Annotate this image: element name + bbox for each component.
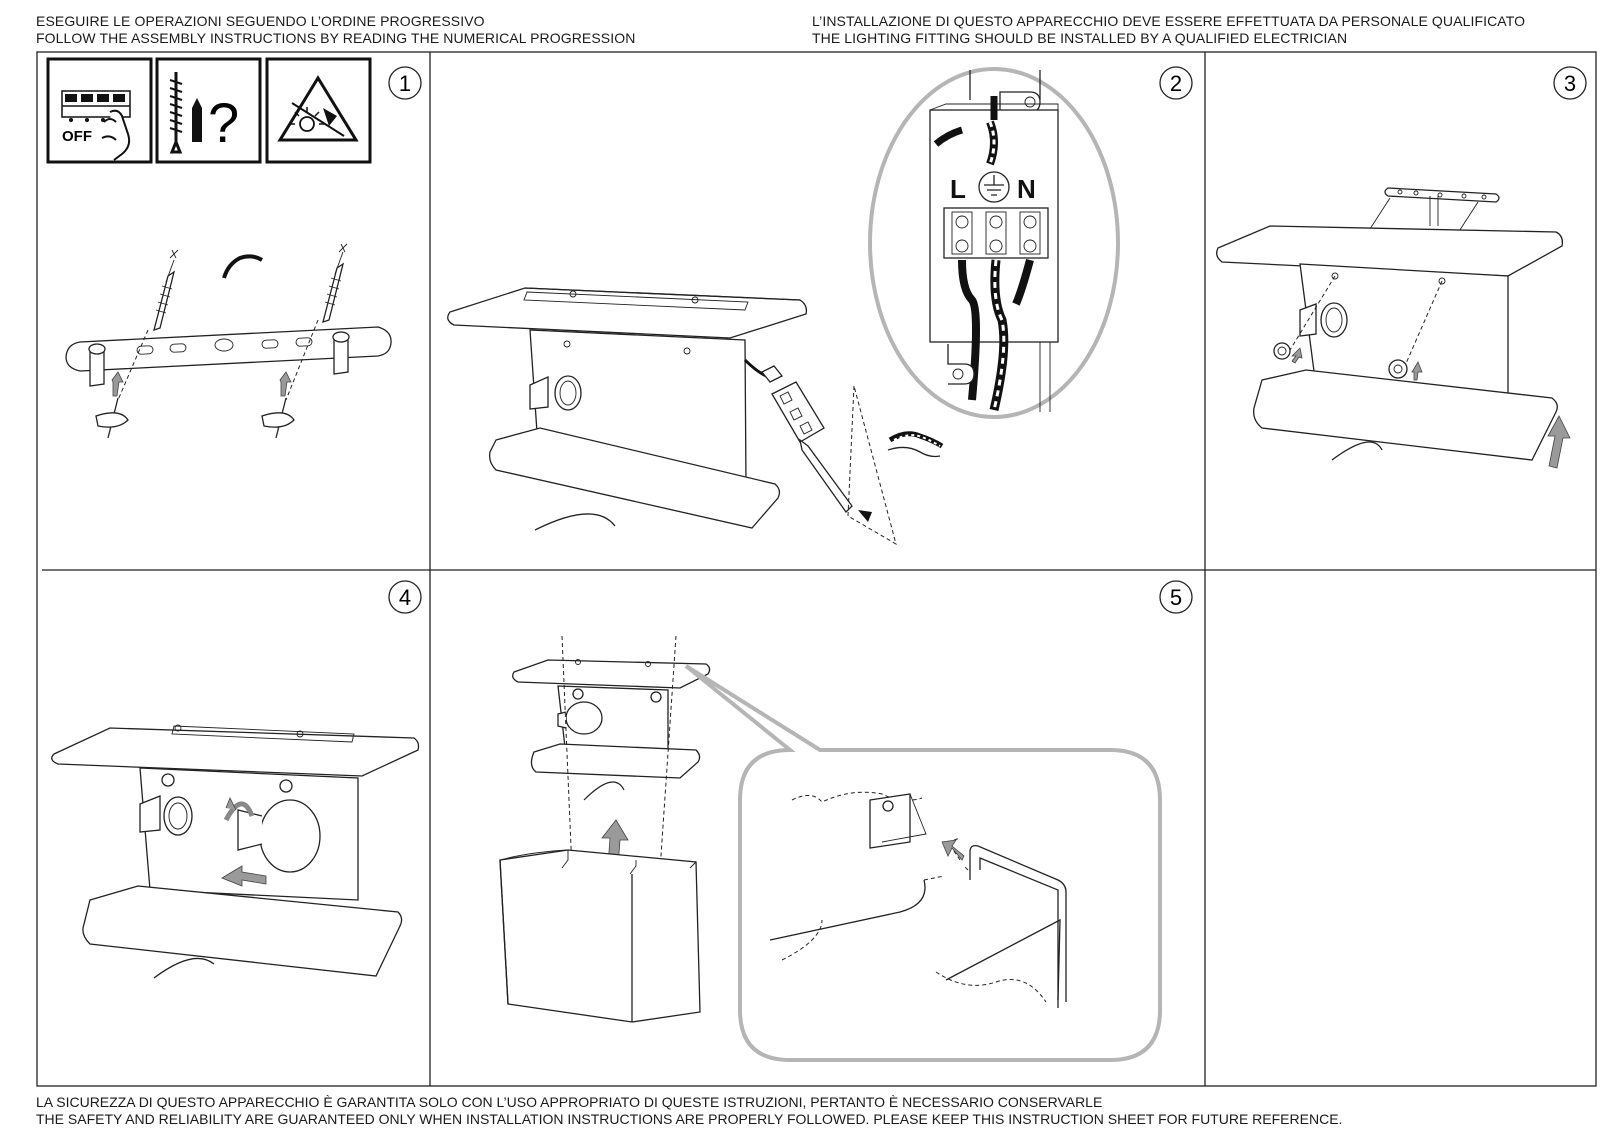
step-number-2: 2 — [1159, 66, 1193, 100]
panel-grid — [36, 51, 1597, 1087]
header-left-italian: ESEGUIRE LE OPERAZIONI SEGUENDO L’ORDINE… — [36, 13, 485, 29]
lamp-body-step3 — [1216, 225, 1571, 469]
lamp-body-step4 — [51, 724, 420, 979]
earth-ground-icon — [978, 171, 1010, 203]
header-right: L’INSTALLAZIONE DI QUESTO APPARECCHIO DE… — [812, 13, 1525, 47]
step-number-4: 4 — [388, 580, 422, 614]
mains-cable-stub-1 — [222, 254, 264, 279]
screw-right — [261, 371, 295, 439]
screw-anchor-question-icon: ? — [155, 57, 262, 164]
header-left-english: FOLLOW THE ASSEMBLY INSTRUCTIONS BY READ… — [36, 30, 636, 46]
footer-italian: LA SICUREZZA DI QUESTO APPARECCHIO È GAR… — [36, 1094, 1103, 1110]
power-off-switch-icon: OFF — [46, 57, 153, 164]
mains-cable-stub-2 — [887, 431, 944, 458]
step-number-1: 1 — [388, 66, 422, 100]
svg-text:3: 3 — [1564, 71, 1576, 96]
svg-text:5: 5 — [1170, 585, 1182, 610]
svg-text:?: ? — [208, 91, 239, 154]
header-right-italian: L’INSTALLAZIONE DI QUESTO APPARECCHIO DE… — [812, 13, 1526, 29]
step-number-3: 3 — [1553, 66, 1587, 100]
no-hot-bulb-warning-icon — [265, 57, 372, 164]
svg-text:OFF: OFF — [62, 128, 92, 145]
svg-text:1: 1 — [399, 71, 411, 96]
svg-text:2: 2 — [1170, 71, 1182, 96]
svg-text:N: N — [1017, 174, 1036, 204]
footer-english: THE SAFETY AND RELIABILITY ARE GUARANTEE… — [36, 1111, 1343, 1127]
footer: LA SICUREZZA DI QUESTO APPARECCHIO È GAR… — [36, 1094, 1342, 1128]
header-left: ESEGUIRE LE OPERAZIONI SEGUENDO L’ORDINE… — [36, 13, 635, 47]
wall-plug-left — [153, 249, 179, 331]
step-number-5: 5 — [1159, 580, 1193, 614]
wall-plug-right — [322, 243, 348, 323]
header-right-english: THE LIGHTING FITTING SHOULD BE INSTALLED… — [812, 30, 1348, 46]
terminal-block-step2 — [743, 358, 897, 546]
clip-detail-magnifier — [684, 664, 1162, 1062]
lamp-body-step2 — [447, 287, 808, 531]
svg-text:L: L — [950, 174, 966, 204]
lamp-body-step5 — [512, 635, 711, 871]
lamp-shade-step5 — [499, 849, 701, 1023]
wiring-detail-magnifier: L N — [868, 67, 1120, 419]
mounting-bracket — [65, 326, 392, 387]
svg-text:4: 4 — [399, 585, 411, 610]
screw-left — [95, 371, 129, 439]
